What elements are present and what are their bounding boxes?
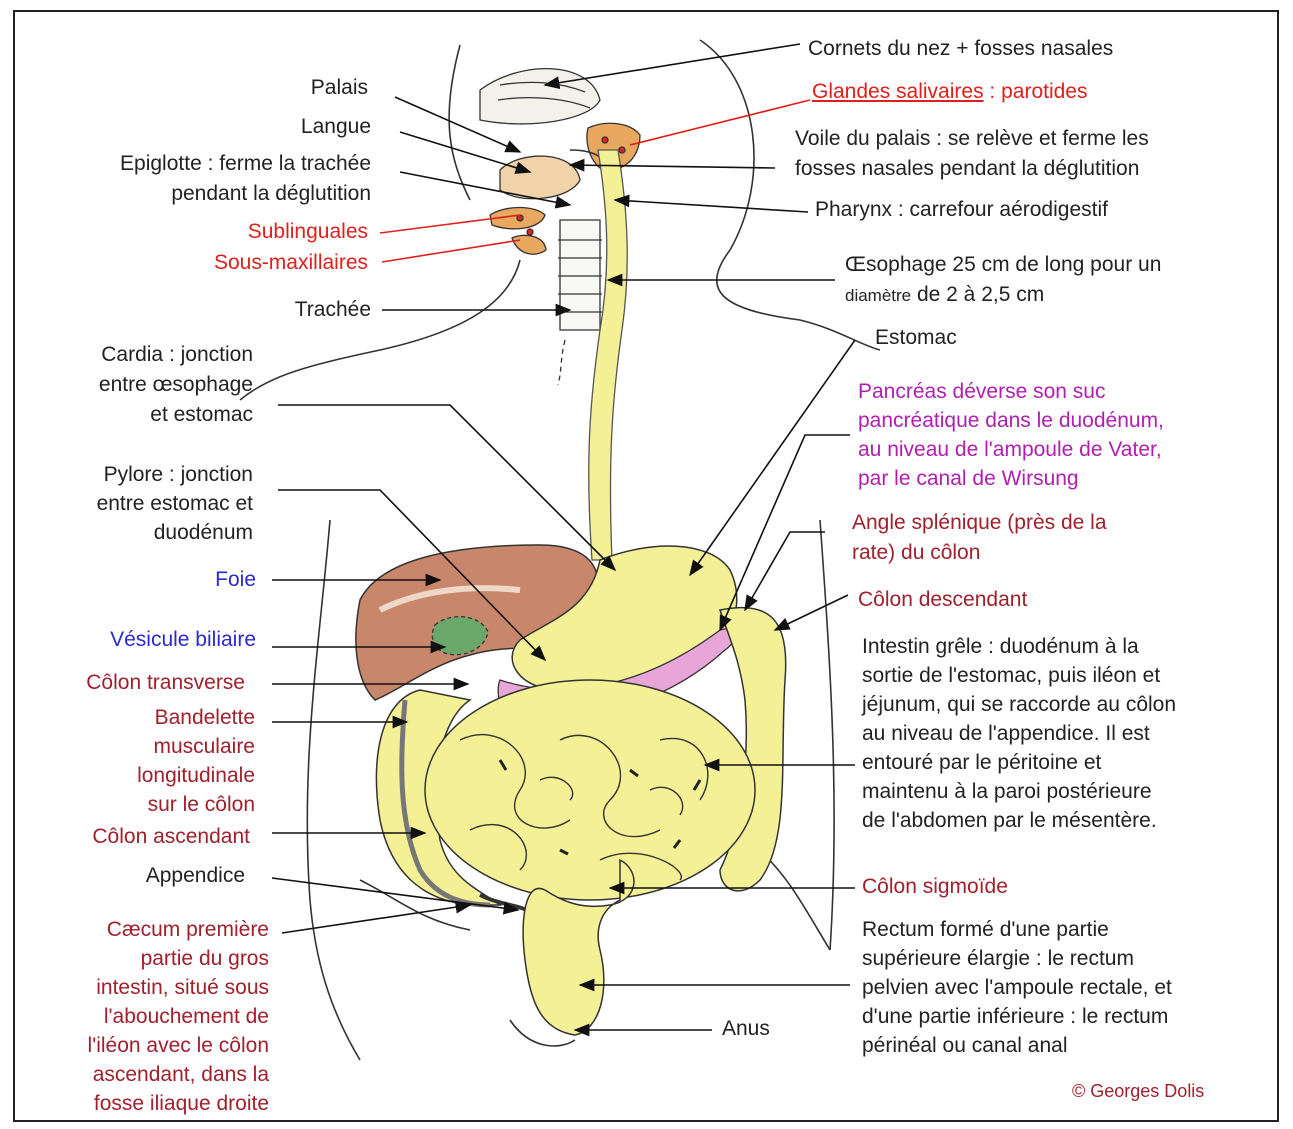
label-epiglotte-line2: pendant la déglutition xyxy=(171,179,371,208)
leader-pancreas xyxy=(720,435,850,630)
submandibular-gland xyxy=(512,235,546,254)
label-bandelette-line3: longitudinale xyxy=(137,761,255,790)
label-cardia-line1: Cardia : jonction xyxy=(101,340,253,369)
label-angle-splenique-line2: rate) du côlon xyxy=(852,538,980,567)
label-sous-maxillaires: Sous-maxillaires xyxy=(214,248,368,277)
label-rectum-line3: pelvien avec l'ampoule rectale, et xyxy=(862,973,1172,1002)
label-vesicule: Vésicule biliaire xyxy=(110,625,256,654)
leader-sous-maxillaires xyxy=(382,240,520,262)
label-cardia-line2: entre œsophage xyxy=(99,370,253,399)
leader-colon-descendant xyxy=(775,595,848,630)
tongue xyxy=(500,156,580,199)
label-pancreas-line3: au niveau de l'ampoule de Vater, xyxy=(858,435,1162,464)
label-sublinguales: Sublinguales xyxy=(248,217,368,246)
label-colon-transverse: Côlon transverse xyxy=(86,668,245,697)
label-langue: Langue xyxy=(301,112,371,141)
label-rectum-line1: Rectum formé d'une partie xyxy=(862,915,1109,944)
label-bandelette-line2: musculaire xyxy=(153,732,255,761)
label-pancreas-line4: par le canal de Wirsung xyxy=(858,464,1079,493)
label-pylore-line2: entre estomac et xyxy=(97,489,253,518)
label-cardia-line3: et estomac xyxy=(150,400,253,429)
label-intestin-line3: jéjunum, qui se raccorde au côlon xyxy=(862,690,1176,719)
label-intestin-line7: de l'abdomen par le mésentère. xyxy=(862,806,1157,835)
label-appendice: Appendice xyxy=(146,861,245,890)
label-pancreas-line1: Pancréas déverse son suc xyxy=(858,377,1105,406)
label-pancreas-line2: pancréatique dans le duodénum, xyxy=(858,406,1164,435)
leader-pharynx xyxy=(615,200,808,212)
leader-glandes xyxy=(630,100,810,145)
label-epiglotte-line1: Epiglotte : ferme la trachée xyxy=(120,149,371,178)
label-bandelette-line1: Bandelette xyxy=(155,703,255,732)
label-colon-ascendant: Côlon ascendant xyxy=(92,822,250,851)
label-caecum-line2: partie du gros xyxy=(141,944,269,973)
label-oesophage-line2: diamètre de 2 à 2,5 cm xyxy=(845,280,1044,310)
label-trachee: Trachée xyxy=(295,295,371,324)
label-anus: Anus xyxy=(722,1014,770,1043)
label-intestin-line1: Intestin grêle : duodénum à la xyxy=(862,632,1139,661)
label-glandes-salivaires: Glandes salivaires : parotides xyxy=(812,77,1088,106)
label-rectum-line5: périnéal ou canal anal xyxy=(862,1031,1068,1060)
leader-estomac xyxy=(690,340,855,575)
label-rectum-line4: d'une partie inférieure : le rectum xyxy=(862,1002,1168,1031)
label-intestin-line2: sortie de l'estomac, puis iléon et xyxy=(862,661,1160,690)
label-caecum-line3: intestin, situé sous xyxy=(96,973,269,1002)
label-estomac: Estomac xyxy=(875,323,957,352)
label-caecum-line7: fosse iliaque droite xyxy=(94,1089,269,1118)
label-palais: Palais xyxy=(311,73,368,102)
nasal-cavity xyxy=(480,69,600,124)
leader-langue xyxy=(400,132,530,172)
esophagus xyxy=(589,150,628,560)
label-caecum-line1: Cæcum première xyxy=(107,915,269,944)
label-oesophage-measure: de 2 à 2,5 cm xyxy=(911,283,1044,306)
label-glandes-salivaires-term: Glandes salivaires xyxy=(812,80,984,103)
label-intestin-line6: maintenu à la paroi postérieure xyxy=(862,777,1152,806)
label-foie: Foie xyxy=(215,565,256,594)
label-cornets: Cornets du nez + fosses nasales xyxy=(808,34,1113,63)
label-caecum-line5: l'iléon avec le côlon xyxy=(88,1031,269,1060)
label-intestin-line4: au niveau de l'appendice. Il est xyxy=(862,719,1150,748)
label-colon-descendant: Côlon descendant xyxy=(858,585,1027,614)
label-voile-line1: Voile du palais : se relève et ferme les xyxy=(795,124,1149,153)
label-voile-line2: fosses nasales pendant la déglutition xyxy=(795,154,1139,183)
leader-cardia xyxy=(278,405,615,570)
small-intestine xyxy=(425,680,755,900)
leader-cornets xyxy=(545,44,800,85)
label-pylore-line3: duodénum xyxy=(154,518,253,547)
label-oesophage-diametre: diamètre xyxy=(845,286,911,305)
label-parotides: : parotides xyxy=(984,80,1088,103)
label-oesophage-line1: Œsophage 25 cm de long pour un xyxy=(845,250,1161,279)
copyright-credit: © Georges Dolis xyxy=(1072,1077,1204,1106)
label-pharynx: Pharynx : carrefour aérodigestif xyxy=(815,195,1108,224)
label-angle-splenique-line1: Angle splénique (près de la xyxy=(852,508,1107,537)
label-bandelette-line4: sur le côlon xyxy=(148,790,255,819)
label-intestin-line5: entouré par le péritoine et xyxy=(862,748,1101,777)
label-pylore-line1: Pylore : jonction xyxy=(104,460,253,489)
label-rectum-line2: supérieure élargie : le rectum xyxy=(862,944,1134,973)
label-colon-sigmoide: Côlon sigmoïde xyxy=(862,872,1008,901)
label-caecum-line4: l'abouchement de xyxy=(104,1002,269,1031)
label-caecum-line6: ascendant, dans la xyxy=(93,1060,269,1089)
